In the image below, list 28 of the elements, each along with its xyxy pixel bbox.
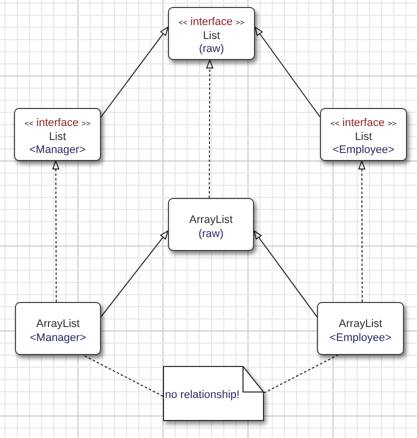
class-name: List: [354, 130, 372, 144]
inheritance-arrow: [100, 26, 168, 118]
type-parameter: (raw): [198, 228, 224, 241]
implementation-arrow: [206, 60, 214, 198]
class-box: [14, 108, 101, 161]
class-box: [168, 198, 254, 251]
type-parameter: <Employee>: [330, 332, 392, 345]
note-link: [82, 354, 164, 397]
inheritance-arrow: [254, 230, 318, 318]
implementation-arrow: [358, 160, 366, 302]
type-parameter: <Manager>: [29, 144, 86, 158]
class-name: List: [202, 30, 220, 44]
class-name: List: [48, 130, 66, 144]
type-parameter: <Employee>: [332, 144, 394, 158]
class-box: [15, 302, 101, 355]
type-parameter: <Manager>: [30, 332, 86, 345]
inheritance-arrow: [254, 26, 320, 118]
inheritance-arrow: [100, 230, 168, 318]
note-text: no relationship!: [165, 389, 240, 403]
type-parameter: (raw): [198, 43, 224, 57]
class-box: [317, 302, 404, 355]
class-name: ArrayList: [189, 214, 233, 228]
class-name: ArrayList: [338, 318, 382, 332]
class-box: [320, 108, 407, 161]
class-name: ArrayList: [36, 318, 80, 332]
class-box: [168, 7, 255, 60]
note-link: [264, 354, 338, 394]
implementation-arrow: [52, 160, 60, 302]
